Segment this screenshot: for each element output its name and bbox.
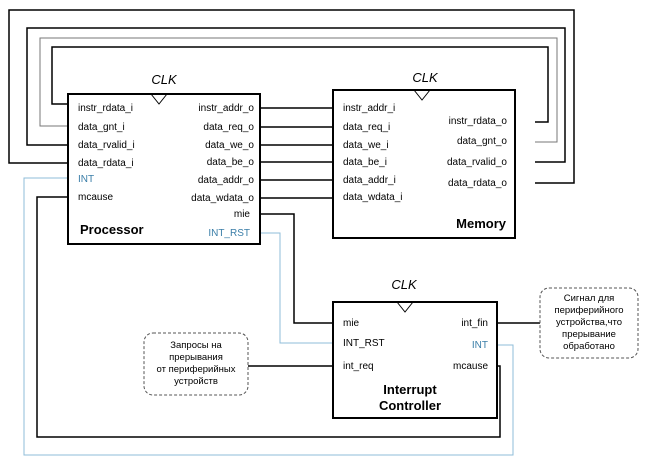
memory-port-instr-rdata-o: instr_rdata_o (449, 116, 508, 127)
wire-data-rdata (8, 9, 575, 184)
feedback-wires (8, 9, 575, 184)
memory-clk-label: CLK (412, 70, 439, 85)
interrupt-controller-port-int: INT (472, 340, 488, 351)
processor-clk-label: CLK (151, 72, 178, 87)
wire-mie (260, 213, 333, 324)
processor-block: CLK instr_rdata_i data_gnt_i data_rvalid… (67, 72, 261, 245)
processor-title: Processor (80, 222, 144, 237)
memory-title: Memory (456, 216, 507, 231)
processor-box (67, 93, 261, 245)
memory-box (332, 89, 516, 239)
processor-port-data-addr-o: data_addr_o (198, 175, 255, 186)
note-interrupt-requests-box (143, 332, 249, 396)
note-interrupt-handled: Сигнал для периферийного устройства,что … (539, 287, 639, 359)
processor-port-mie: mie (234, 209, 251, 220)
wire-data-gnt (39, 37, 558, 143)
processor-port-data-gnt-i: data_gnt_i (78, 122, 125, 133)
memory-clock-triangle-icon (413, 89, 431, 101)
processor-port-data-be-o: data_be_o (207, 157, 255, 168)
interrupt-controller-port-mcause: mcause (453, 361, 488, 372)
note-requests-line4: устройств (174, 376, 218, 387)
processor-port-data-wdata-o: data_wdata_o (191, 193, 254, 204)
processor-port-mcause: mcause (78, 192, 113, 203)
note-requests-line1: Запросы на (170, 340, 222, 351)
note-requests-line3: от периферийных (157, 364, 236, 375)
memory-port-data-rdata-o: data_rdata_o (448, 178, 507, 189)
interrupt-wires (23, 177, 540, 456)
wire-mcause (36, 196, 501, 438)
interrupt-controller-clock-triangle-icon (396, 301, 414, 313)
note-requests-line2: прерывания (169, 352, 223, 363)
interrupt-controller-title-line2: Controller (379, 398, 441, 413)
note-interrupt-requests: Запросы на прерывания от периферийных ус… (143, 332, 249, 396)
note-signal-line5: обработано (563, 341, 615, 352)
wire-instr-rdata (51, 46, 549, 123)
processor-port-data-req-o: data_req_o (203, 122, 254, 133)
processor-port-int: INT (78, 174, 94, 185)
wire-int-rst (260, 232, 333, 344)
note-signal-line3: устройства,что (556, 317, 622, 328)
interrupt-controller-clk-label: CLK (391, 277, 418, 292)
wire-int (23, 177, 514, 456)
memory-port-data-gnt-o: data_gnt_o (457, 136, 507, 147)
interrupt-controller-block: CLK mie INT_RST int_req int_fin INT mcau… (332, 277, 498, 419)
wire-data-rvalid (26, 27, 566, 163)
processor-clock-triangle-icon (150, 93, 168, 105)
memory-port-data-be-i: data_be_i (343, 157, 387, 168)
processor-port-int-rst: INT_RST (208, 228, 250, 239)
memory-port-data-we-i: data_we_i (343, 140, 389, 151)
interrupt-controller-port-int-rst: INT_RST (343, 338, 385, 349)
interrupt-controller-box (332, 301, 498, 419)
processor-memory-wires (260, 107, 333, 199)
memory-port-instr-addr-i: instr_addr_i (343, 103, 395, 114)
processor-port-instr-addr-o: instr_addr_o (198, 103, 254, 114)
note-signal-line2: периферийного (554, 305, 623, 316)
note-signal-line4: прерывание (562, 329, 616, 340)
interrupt-controller-port-int-req: int_req (343, 361, 374, 372)
processor-port-data-we-o: data_we_o (205, 140, 254, 151)
memory-block: CLK instr_addr_i data_req_i data_we_i da… (332, 70, 516, 239)
memory-port-data-wdata-i: data_wdata_i (343, 192, 403, 203)
processor-port-data-rdata-i: data_rdata_i (78, 158, 134, 169)
note-interrupt-handled-box (539, 287, 639, 359)
memory-port-data-req-i: data_req_i (343, 122, 390, 133)
interrupt-controller-port-int-fin: int_fin (461, 318, 488, 329)
memory-port-data-addr-i: data_addr_i (343, 175, 396, 186)
processor-port-instr-rdata-i: instr_rdata_i (78, 103, 133, 114)
processor-port-data-rvalid-i: data_rvalid_i (78, 140, 135, 151)
interrupt-controller-port-mie: mie (343, 318, 360, 329)
note-signal-line1: Сигнал для (564, 293, 615, 304)
memory-port-data-rvalid-o: data_rvalid_o (447, 157, 507, 168)
interrupt-controller-title-line1: Interrupt (383, 382, 437, 397)
